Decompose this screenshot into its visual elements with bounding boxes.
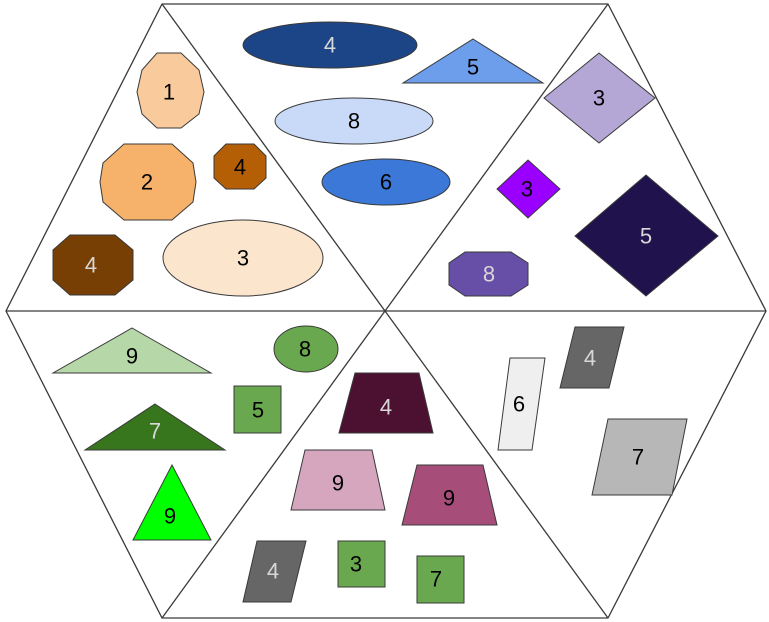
parallelogram-shape [242,540,307,603]
region-bottom-left: 9 8 5 7 9 [51,325,339,541]
square-shape [233,385,282,434]
shape-label: 7 [149,419,161,444]
hexagon-grid [5,3,767,619]
octagon-shape [213,143,267,190]
shape-label: 2 [141,170,153,195]
square-shape [416,555,465,604]
shape-label: 7 [632,445,644,470]
diamond-shape [496,159,561,219]
triangle-shape [401,38,545,84]
shape-label: 8 [483,262,495,287]
region-top-left: 1 2 4 4 3 [52,52,324,297]
ellipse-shape [162,219,324,297]
divider-top-left [161,3,386,312]
shape-label: 4 [234,155,246,180]
divider-bottom-right [384,310,609,619]
shape-label: 3 [350,552,362,577]
shape-label: 7 [430,567,442,592]
shape-label: 3 [237,246,249,271]
shape-label: 8 [299,337,311,362]
decagon-shape [99,143,197,221]
region-bottom: 4 9 9 4 3 7 [242,372,498,604]
trapezoid-shape [338,372,434,434]
shape-label: 9 [164,504,176,529]
shape-label: 9 [332,471,344,496]
diamond-shape [543,52,656,144]
diamond-shape [574,174,719,297]
region-top-right: 3 3 5 8 [448,52,719,297]
triangle-shape [132,463,212,541]
divider-top-right [384,3,609,312]
region-bottom-right: 4 6 7 [497,326,688,496]
decagon-shape [136,52,205,129]
shape-label: 6 [380,170,392,195]
shape-label: 9 [126,344,138,369]
shape-label: 1 [163,80,175,105]
shape-label: 3 [521,177,533,202]
shape-label: 4 [380,395,392,420]
triangle-shape [83,403,227,451]
parallelogram-shape [559,326,625,389]
shape-label: 5 [467,55,479,80]
divider-bottom-left [161,310,386,619]
ellipse-shape [273,325,339,373]
parallelogram-shape [497,357,546,451]
shape-label: 3 [593,86,605,111]
shape-label: 4 [267,559,279,584]
shape-label: 5 [252,398,264,423]
trapezoid-shape [290,449,386,511]
shape-label: 4 [584,346,596,371]
octagon-shape [52,234,134,296]
parallelogram-shape [591,418,688,496]
octagon-shape [448,251,529,297]
ellipse-shape [242,21,418,69]
square-shape [337,540,386,588]
region-top: 4 5 8 6 [242,21,545,206]
shape-label: 9 [443,486,455,511]
trapezoid-shape [401,464,498,526]
shape-label: 6 [513,392,525,417]
shape-label: 4 [324,33,336,58]
ellipse-shape [274,97,434,145]
triangle-shape [51,327,213,374]
shape-label: 5 [640,224,652,249]
ellipse-shape [321,158,451,206]
shape-label: 8 [348,109,360,134]
shape-label: 4 [85,253,97,278]
